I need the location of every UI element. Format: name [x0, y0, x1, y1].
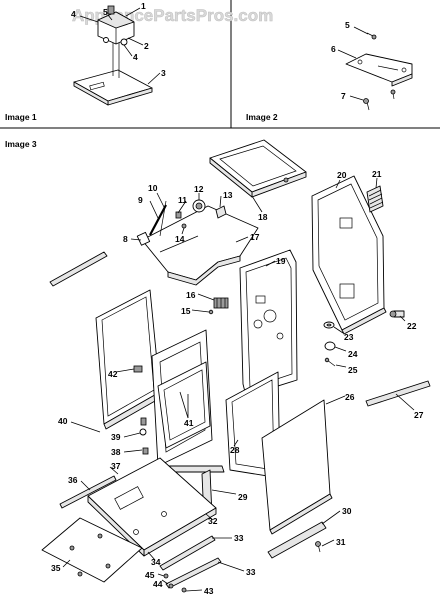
callout-label: 33 [234, 533, 244, 543]
strip-left [59, 475, 117, 509]
callout-label: 25 [348, 365, 358, 375]
callout-label: 4 [71, 9, 76, 19]
rear-frame [239, 249, 298, 397]
callout-label: 14 [175, 234, 185, 244]
callout-label: 32 [208, 516, 218, 526]
callout-label: 17 [250, 232, 260, 242]
callout-label: 40 [58, 416, 68, 426]
callout-label: 13 [223, 190, 233, 200]
image-2-callouts: 5 6 7 [331, 20, 350, 101]
callout-label: 29 [238, 492, 248, 502]
probe-rod [149, 204, 167, 236]
slide-right [267, 521, 327, 559]
panel-dividers [0, 0, 440, 129]
callout-label: 9 [138, 195, 143, 205]
image-3-callouts: 8 9 10 11 12 13 14 15 16 17 18 19 20 21 … [51, 169, 424, 596]
callout-label: 24 [348, 349, 358, 359]
callout-label: 7 [341, 91, 346, 101]
callout-label: 5 [103, 7, 108, 17]
callout-label: 28 [230, 445, 240, 455]
callout-label: 18 [258, 212, 268, 222]
callout-label: 41 [184, 418, 194, 428]
image-1-drawing [73, 5, 161, 106]
vent-cover [366, 185, 384, 213]
callout-label: 27 [414, 410, 424, 420]
callout-label: 4 [133, 52, 138, 62]
callout-label: 34 [151, 557, 161, 567]
drawer-slide-lower [165, 557, 222, 589]
callout-label: 37 [111, 461, 121, 471]
callout-label: 38 [111, 447, 121, 457]
callout-label: 12 [194, 184, 204, 194]
trim-strip-right [365, 380, 431, 407]
callout-label: 16 [186, 290, 196, 300]
image-3-drawing [41, 139, 431, 593]
callout-label: 31 [336, 537, 346, 547]
image-2-drawing [337, 26, 413, 111]
callout-label: 43 [204, 586, 214, 596]
trim-strip-top [49, 251, 108, 287]
callout-label: 35 [51, 563, 61, 573]
callout-label: 23 [344, 332, 354, 342]
callout-label: 6 [331, 44, 336, 54]
callout-label: 22 [407, 321, 417, 331]
image-1-callouts: 4 5 1 2 4 3 [71, 1, 166, 78]
drawer-bottom [41, 517, 143, 583]
caption-image-1: Image 1 [5, 112, 37, 122]
callout-label: 44 [153, 579, 163, 589]
bracket [345, 53, 413, 83]
caption-image-2: Image 2 [246, 112, 278, 122]
callout-label: 30 [342, 506, 352, 516]
drawer-slide-upper [159, 535, 216, 571]
callout-label: 20 [337, 170, 347, 180]
callout-label: 3 [161, 68, 166, 78]
callout-label: 42 [108, 369, 118, 379]
callout-label: 26 [345, 392, 355, 402]
callout-label: 36 [68, 475, 78, 485]
callout-label: 33 [246, 567, 256, 577]
callout-label: 2 [144, 41, 149, 51]
callout-label: 45 [145, 570, 155, 580]
callout-label: 21 [372, 169, 382, 179]
callout-label: 19 [276, 256, 286, 266]
callout-label: 5 [345, 20, 350, 30]
caption-image-3: Image 3 [5, 139, 37, 149]
callout-label: 15 [181, 306, 191, 316]
callout-label: 8 [123, 234, 128, 244]
callout-label: 39 [111, 432, 121, 442]
callout-label: 1 [141, 1, 146, 11]
callout-label: 11 [178, 195, 187, 205]
callout-label: 10 [148, 183, 158, 193]
